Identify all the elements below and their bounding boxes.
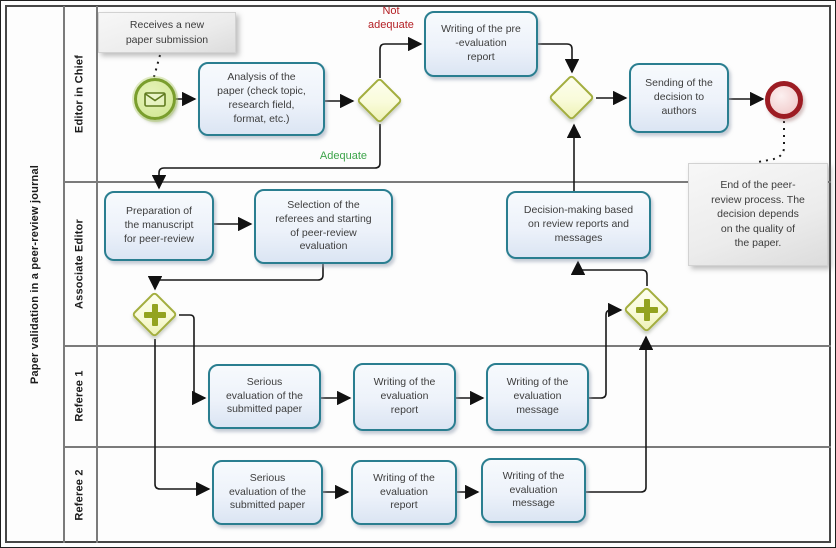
gateway-diamond — [356, 77, 403, 124]
pool-title-divider — [63, 6, 65, 543]
plus-icon — [644, 299, 650, 321]
start-event-message — [134, 78, 176, 120]
task-serious-evaluation-ref2: Serious evaluation of the submitted pape… — [212, 460, 323, 525]
lane-label-divider — [96, 6, 98, 543]
plus-icon — [152, 304, 158, 326]
pool-border — [5, 5, 831, 543]
gateway-parallel-join — [623, 286, 671, 334]
task-writing-message-ref2: Writing of the evaluation message — [481, 458, 586, 523]
gateway-decision-merge — [548, 74, 596, 122]
task-analysis-of-paper: Analysis of the paper (check topic, rese… — [198, 62, 325, 136]
lane-label-associate-editor: Associate Editor — [73, 219, 86, 310]
lane-label-editor-in-chief: Editor in Chief — [73, 54, 86, 134]
task-preparation-manuscript: Preparation of the manuscript for peer-r… — [104, 191, 214, 261]
lane-label-referee-2: Referee 2 — [73, 469, 86, 521]
task-pre-evaluation-report: Writing of the pre -evaluation report — [424, 11, 538, 77]
edge-label-adequate: Adequate — [319, 150, 367, 162]
lane-label-referee-1: Referee 1 — [73, 370, 86, 422]
task-writing-report-ref2: Writing of the evaluation report — [351, 460, 457, 525]
gateway-parallel-split — [131, 291, 179, 339]
end-event — [765, 81, 803, 119]
task-selection-referees: Selection of the referees and starting o… — [254, 189, 393, 264]
task-decision-making: Decision-making based on review reports … — [506, 191, 651, 259]
lane-divider-1 — [63, 181, 831, 183]
edge-label-not-adequate: Not adequate — [368, 5, 414, 31]
lane-divider-2 — [63, 345, 831, 347]
task-sending-decision: Sending of the decision to authors — [629, 63, 729, 133]
envelope-icon — [144, 91, 166, 107]
gateway-adequacy-split — [356, 77, 404, 125]
gateway-diamond — [548, 74, 595, 121]
task-serious-evaluation-ref1: Serious evaluation of the submitted pape… — [208, 364, 321, 429]
task-writing-report-ref1: Writing of the evaluation report — [353, 363, 456, 431]
lane-divider-3 — [63, 446, 831, 448]
task-writing-message-ref1: Writing of the evaluation message — [486, 363, 589, 431]
pool-title: Paper validation in a peer-review journa… — [28, 164, 41, 385]
annotation-end-of-process: End of the peer- review process. The dec… — [688, 163, 828, 266]
annotation-receives-submission: Receives a new paper submission — [98, 12, 236, 53]
